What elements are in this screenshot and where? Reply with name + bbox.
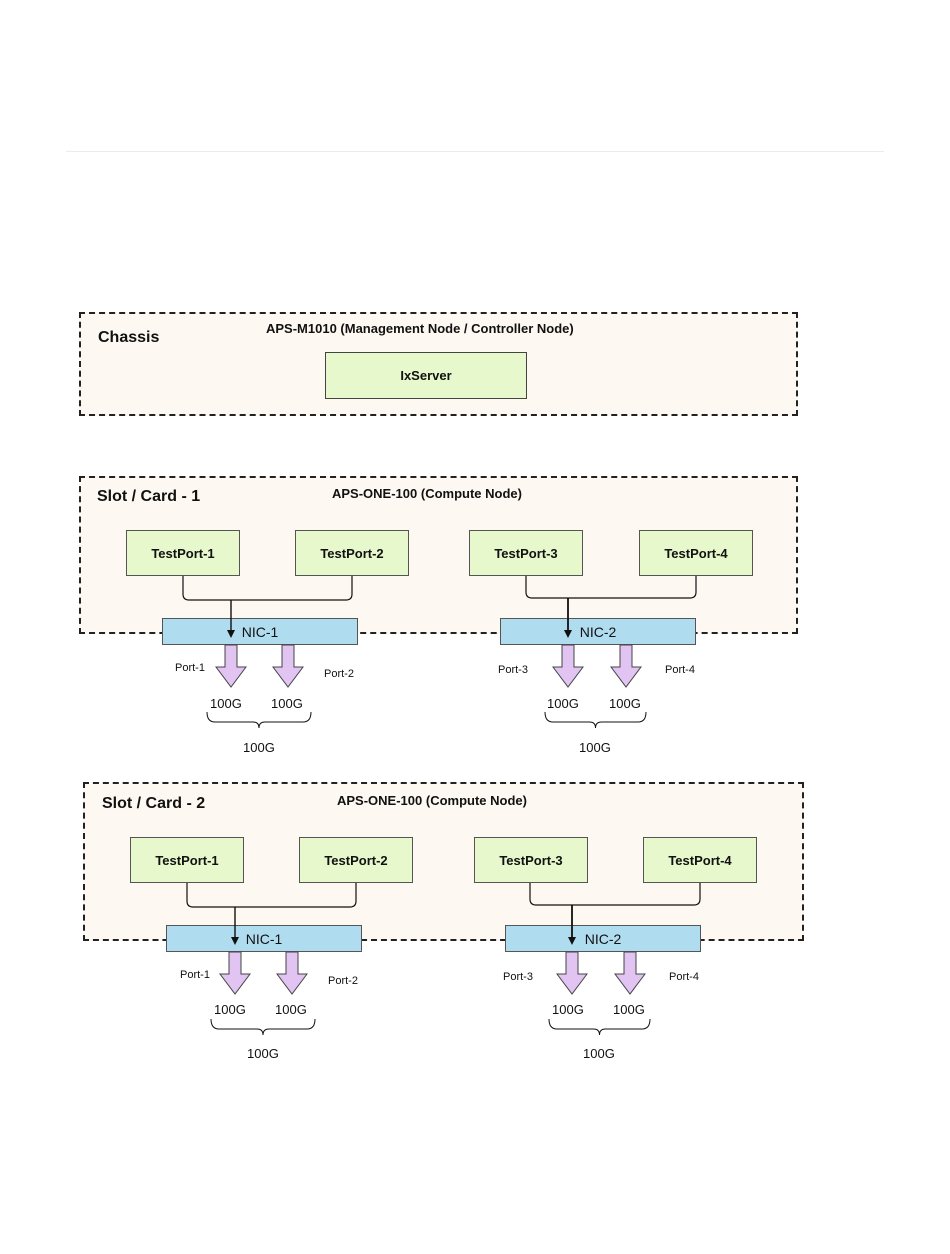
slot-1-port-2-arrow-icon [272,644,304,688]
slot-2-nic-1-brace [210,1018,316,1036]
slot-2-testport-3: TestPort-3 [474,837,588,883]
slot-2-speed-3: 100G [552,1002,584,1017]
slot-2-port-2-label: Port-2 [328,975,358,987]
slot-2-label: Slot / Card - 2 [102,795,206,812]
chassis-title: APS-M1010 (Management Node / Controller … [266,321,574,336]
slot-1-port-1-label: Port-1 [175,662,205,674]
slot-2-port-2-arrow-icon [276,951,308,995]
slot-2-nic-1: NIC-1 [166,925,362,952]
slot-2-nic-2-brace [548,1018,651,1036]
slot-1-title: APS-ONE-100 (Compute Node) [332,486,522,501]
slot-1-port-3-arrow-icon [552,644,584,688]
ixserver-box: IxServer [325,352,527,399]
chassis-label: Chassis [98,329,160,346]
slot-2-speed-4: 100G [613,1002,645,1017]
slot-1-port-4-label: Port-4 [665,664,695,676]
slot-2-port-3-label: Port-3 [503,971,533,983]
slot-2-speed-2: 100G [275,1002,307,1017]
slot-1-port-1-arrow-icon [215,644,247,688]
slot-2-port-4-label: Port-4 [669,971,699,983]
slot-1-port-2-label: Port-2 [324,668,354,680]
slot-1-speed-3: 100G [547,696,579,711]
slot-1-port-4-arrow-icon [610,644,642,688]
slot-1-testport-4: TestPort-4 [639,530,753,576]
slot-2-title: APS-ONE-100 (Compute Node) [337,793,527,808]
slot-1-nic-2-brace [544,711,647,729]
slot-2-nic-2-total: 100G [583,1046,615,1061]
slot-2-port-1-label: Port-1 [180,969,210,981]
slot-1-nic-1-brace [206,711,312,729]
slot-1-label: Slot / Card - 1 [97,488,201,505]
slot-1-nic-2-total: 100G [579,740,611,755]
slot-1-nic-1-total: 100G [243,740,275,755]
slot-1-speed-2: 100G [271,696,303,711]
slot-1-nic-1: NIC-1 [162,618,358,645]
slot-2-nic-1-total: 100G [247,1046,279,1061]
slot-1-testport-3: TestPort-3 [469,530,583,576]
slot-2-testport-2: TestPort-2 [299,837,413,883]
slot-1-speed-1: 100G [210,696,242,711]
slot-1-testport-1: TestPort-1 [126,530,240,576]
slot-2-testport-1: TestPort-1 [130,837,244,883]
slot-2-nic-2: NIC-2 [505,925,701,952]
slot-1-speed-4: 100G [609,696,641,711]
slot-2-port-1-arrow-icon [219,951,251,995]
slot-1-nic-2: NIC-2 [500,618,696,645]
slot-2-port-4-arrow-icon [614,951,646,995]
page-divider [66,151,884,152]
slot-2-port-3-arrow-icon [556,951,588,995]
slot-2-speed-1: 100G [214,1002,246,1017]
slot-1-port-3-label: Port-3 [498,664,528,676]
slot-2-testport-4: TestPort-4 [643,837,757,883]
slot-1-testport-2: TestPort-2 [295,530,409,576]
